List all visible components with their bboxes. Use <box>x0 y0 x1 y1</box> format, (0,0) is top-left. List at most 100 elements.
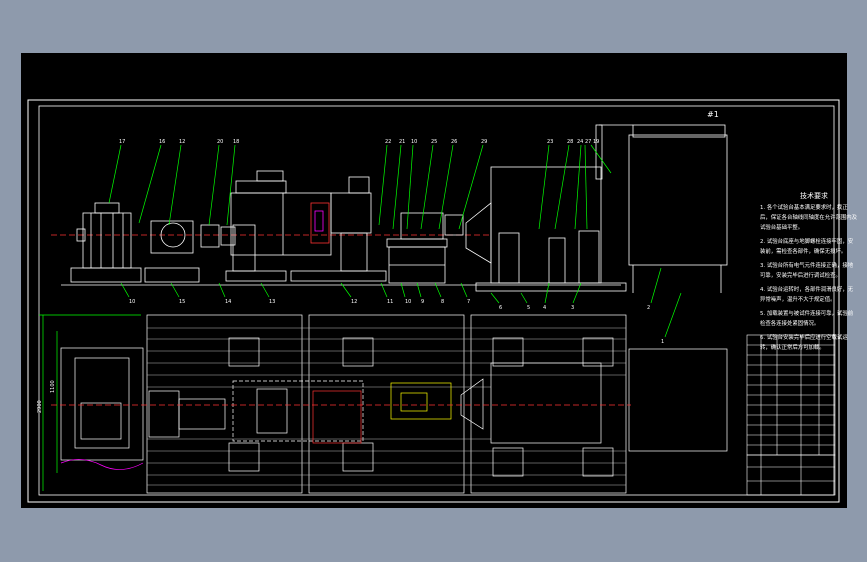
tech-requirement-item: 4. 试验台运转时，各部件润滑良好，无异常噪声，温升不大于规定值。 <box>760 287 854 303</box>
leader <box>434 282 442 298</box>
floor-grid-panel <box>146 314 303 494</box>
plan-motor <box>60 347 144 461</box>
pedestal <box>232 224 256 272</box>
cad-viewport[interactable]: 17 16 12 20 18 22 21 10 25 26 29 23 28 2… <box>21 53 857 508</box>
plan-pedestal <box>582 447 614 477</box>
pedestal <box>548 237 566 284</box>
plan-motor-inner <box>74 357 130 449</box>
callout-label: 16 <box>159 139 165 145</box>
leader <box>218 282 226 298</box>
plan-view <box>39 314 728 494</box>
leader <box>208 144 220 226</box>
sheet-inner-border <box>38 105 835 496</box>
leader <box>538 144 550 230</box>
leader <box>590 144 612 174</box>
callout-label: 5 <box>527 305 530 311</box>
callout-label: 7 <box>467 299 470 305</box>
leader <box>554 144 570 230</box>
callout-label: 24 <box>577 139 583 145</box>
plan-coupling <box>178 398 226 430</box>
callout-labels-top: 17 16 12 20 18 22 21 10 25 26 29 23 28 2… <box>119 139 599 145</box>
pedestal <box>498 232 520 284</box>
plan-pedestal <box>582 337 614 367</box>
tech-requirement-item: 3. 试验台所有电气元件连接正确，接地可靠，安装完毕后进行调试检查。 <box>760 263 854 279</box>
leader <box>380 282 388 298</box>
tech-requirement-item: 2. 试验台底座与地脚螺栓连接牢固，安装前，需检查各部件，确保无损坏。 <box>760 239 854 255</box>
parts-list <box>746 334 836 496</box>
leader <box>340 282 352 298</box>
elevation-view <box>51 124 728 293</box>
leader <box>108 144 122 204</box>
callout-label: 21 <box>399 139 405 145</box>
grid-stripes <box>147 327 626 486</box>
leader <box>168 144 182 226</box>
leader <box>416 282 422 298</box>
plan-pedestal <box>228 337 260 367</box>
leaders-bottom <box>120 267 682 338</box>
callout-label: 8 <box>441 299 444 305</box>
cabinet <box>628 134 728 266</box>
motor-small <box>256 170 284 182</box>
callout-label: 26 <box>451 139 457 145</box>
leader <box>400 282 406 298</box>
callout-label: 2 <box>647 305 650 311</box>
leader <box>664 292 682 338</box>
leader <box>392 144 402 230</box>
callout-label: 4 <box>543 305 546 311</box>
dyno-unit <box>400 212 444 240</box>
gearbox-body <box>150 220 194 254</box>
leader <box>584 144 588 230</box>
shaft-coupling <box>76 228 86 242</box>
callout-label: 19 <box>593 139 599 145</box>
callout-label: 11 <box>387 299 393 305</box>
detail-magenta <box>314 210 324 232</box>
leader <box>170 282 180 298</box>
callout-label: 22 <box>385 139 391 145</box>
callout-labels-bottom: 10 15 14 13 12 11 10 9 8 7 6 5 4 3 2 1 <box>129 299 664 345</box>
callout-label: 9 <box>421 299 424 305</box>
gearbox-flange <box>160 222 186 248</box>
callout-label: 10 <box>129 299 135 305</box>
leader <box>520 292 528 304</box>
tech-requirement-item: 6. 试验台安装完毕后应进行空载试运转，确认正常后方可加载。 <box>760 335 848 351</box>
motor-body <box>82 212 132 269</box>
tech-requirements-notes: 1. 各个试验台基本满足要求时，找正后，保证各台轴线同轴度在允许范围内及试验台基… <box>760 203 858 357</box>
pedestal <box>340 232 368 272</box>
detail-red <box>310 202 330 244</box>
callout-label: 18 <box>233 139 239 145</box>
leader <box>138 144 162 224</box>
plan-housing <box>232 380 364 442</box>
motor-top <box>94 202 120 214</box>
leader <box>378 144 388 226</box>
leaders-top <box>108 144 612 230</box>
plan-pedestal <box>492 447 524 477</box>
sheet-outer-border <box>27 99 840 503</box>
callout-label: 14 <box>225 299 231 305</box>
callout-label: 29 <box>481 139 487 145</box>
leader <box>490 292 500 304</box>
housing-top <box>235 180 287 194</box>
pedestal-base <box>290 270 387 282</box>
plan-cabinet <box>628 348 728 452</box>
plan-motor-block <box>80 402 122 440</box>
upper-motor <box>348 176 370 194</box>
leader <box>650 267 662 304</box>
cabinet-lid <box>632 124 726 138</box>
leader <box>406 144 414 230</box>
bearing-block <box>220 226 236 246</box>
leader <box>226 144 236 226</box>
plan-red-block <box>312 390 362 444</box>
chamber-base <box>475 282 627 292</box>
plan-gearbox <box>148 390 180 438</box>
tech-requirement-item: 1. 各个试验台基本满足要求时，找正后，保证各台轴线同轴度在允许范围内及试验台基… <box>760 205 858 231</box>
plan-pedestal <box>342 337 374 367</box>
leader <box>120 282 130 298</box>
bearing-block <box>200 224 220 248</box>
plan-chamber <box>490 362 602 444</box>
dimension-labels: 1100 2900 <box>37 380 56 413</box>
callout-label: 15 <box>179 299 185 305</box>
callout-label: 25 <box>431 139 437 145</box>
leader <box>574 144 582 230</box>
coupling <box>444 214 464 236</box>
callout-label: 23 <box>547 139 553 145</box>
